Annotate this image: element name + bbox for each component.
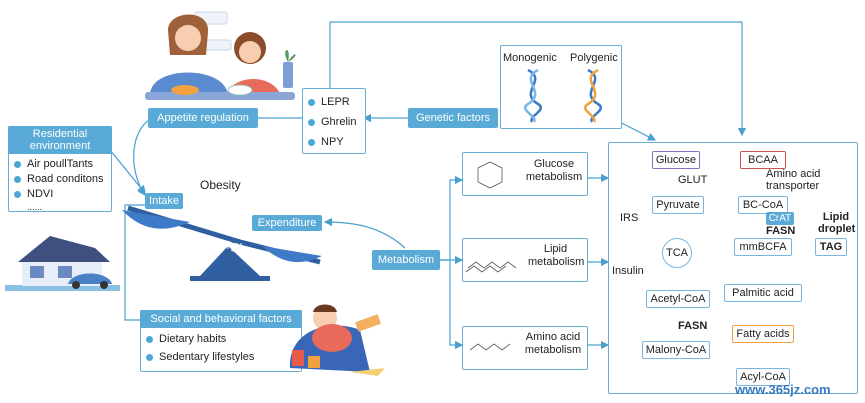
genetic-image-box: [500, 45, 622, 129]
list-item: Road conditons: [14, 172, 103, 187]
glucose-metabolism-box: [462, 152, 588, 196]
malony-coa-node: Malony-CoA: [642, 341, 710, 359]
obesity-label: Obesity: [200, 178, 241, 192]
amino-acid-metabolism-label: Amino acid metabolism: [524, 331, 582, 356]
expenditure-label: Expenditure: [252, 215, 322, 231]
tca-node: TCA: [662, 238, 692, 268]
more-indicator: ......: [27, 202, 43, 212]
list-item: Dietary habits: [146, 330, 254, 348]
fatty-acids-node: Fatty acids: [732, 325, 794, 343]
bullet-icon: [308, 138, 315, 146]
bullet-icon: [14, 190, 21, 198]
lipid-chain-icon: [467, 261, 517, 269]
list-item: Sedentary lifestyles: [146, 348, 254, 366]
amino-acid-transporter-label: Amino acid transporter: [766, 168, 821, 192]
pathway-box: [608, 142, 858, 394]
list-item: Air poullTants: [14, 157, 103, 172]
mmbcfa-node: mmBCFA: [734, 238, 792, 256]
list-item: LEPR: [308, 92, 356, 112]
bullet-icon: [308, 98, 315, 106]
pyruvate-node: Pyruvate: [652, 196, 704, 214]
palmitic-acid-node: Palmitic acid: [724, 284, 802, 302]
appetite-factors-list: LEPR Ghrelin NPY: [308, 92, 356, 152]
tag-node: TAG: [815, 238, 847, 256]
crat-label: CrAT: [766, 212, 794, 225]
genetic-factors-label: Genetic factors: [408, 108, 498, 128]
lipid-droplet-label: Lipid droplet: [818, 211, 856, 235]
list-item: NPY: [308, 132, 356, 152]
bullet-icon: [14, 175, 21, 183]
watermark: www.365jz.com: [735, 382, 831, 397]
list-item: Ghrelin: [308, 112, 356, 132]
appetite-regulation-label: Appetite regulation: [148, 108, 258, 128]
acyl-coa-node: Acyl-CoA: [736, 368, 790, 386]
bc-coa-node: BC-CoA: [738, 196, 788, 214]
lipid-metabolism-label: Lipid metabolism: [528, 243, 585, 268]
bcaa-node: BCAA: [740, 151, 786, 169]
acetyl-coa-node: Acetyl-CoA: [646, 290, 710, 308]
social-factors-list: Dietary habits Sedentary lifestyles: [146, 330, 254, 366]
bullet-icon: [14, 160, 21, 168]
metabolism-label: Metabolism: [372, 250, 440, 270]
energy-label: Energy: [207, 240, 242, 252]
fasn-label: FASN: [678, 320, 708, 332]
amino-acid-chain-icon: [469, 343, 511, 351]
glut-label: GLUT: [678, 174, 708, 186]
bullet-icon: [308, 118, 315, 126]
residential-environment-title: Residential environment: [8, 126, 112, 154]
social-factors-title: Social and behavioral factors: [140, 310, 302, 328]
residential-list: Air poullTants Road conditons NDVI .....…: [14, 157, 103, 212]
lipid-metabolism-box: [462, 238, 588, 282]
polygenic-label: Polygenic: [570, 52, 618, 64]
list-item: NDVI: [14, 187, 103, 202]
glucose-ring-icon: [477, 161, 503, 189]
intake-label: Intake: [145, 193, 183, 209]
insulin-label: Insulin: [612, 265, 644, 277]
monogenic-label: Monogenic: [503, 52, 557, 64]
bullet-icon: [146, 353, 153, 361]
glucose-metabolism-label: Glucose metabolism: [525, 158, 583, 183]
irs-label: IRS: [620, 212, 639, 224]
fasn-label-2: FASN: [766, 225, 796, 237]
bullet-icon: [146, 335, 153, 343]
glucose-node: Glucose: [652, 151, 700, 169]
